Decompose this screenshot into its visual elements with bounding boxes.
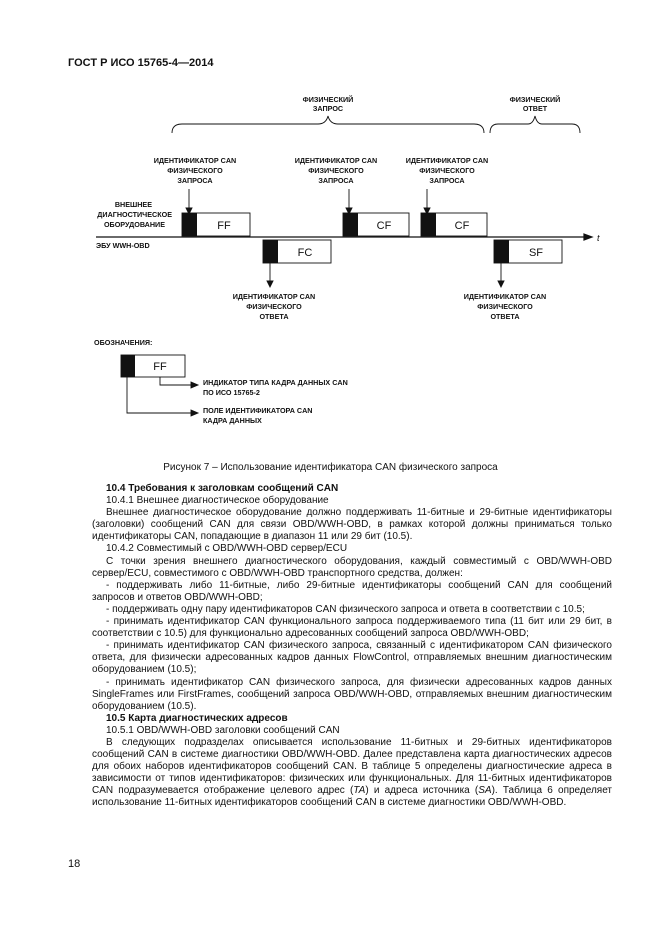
req-id-2-line3: ЗАПРОСА (318, 176, 353, 185)
time-axis-label: t (597, 233, 600, 243)
legend-type-line1: ИНДИКАТОР ТИПА КАДРА ДАННЫХ CAN (203, 378, 348, 387)
ecu-label: ЭБУ WWH-OBD (96, 241, 150, 250)
frame-cf-1: CF (342, 212, 410, 237)
bullet-3: - принимать идентификатор CAN функционал… (92, 616, 612, 640)
req-id-1-line3: ЗАПРОСА (177, 176, 212, 185)
brace-request-label-2: ЗАПРОС (313, 104, 343, 113)
legend-leader-type (159, 377, 200, 389)
section-10-5-title: 10.5 Карта диагностических адресов (106, 712, 288, 724)
svg-text:FC: FC (298, 247, 313, 259)
resp-id-1-line2: ФИЗИЧЕСКОГО (246, 302, 302, 311)
bullet-5: - принимать идентификатор CAN физическог… (92, 676, 612, 712)
figure-caption: Рисунок 7 – Использование идентификатора… (163, 462, 498, 473)
section-10-5-1-title: 10.5.1 OBD/WWH-OBD заголовки сообщений C… (106, 724, 340, 736)
frame-fc: FC (262, 239, 332, 264)
legend-id-line1: ПОЛЕ ИДЕНТИФИКАТОРА CAN (203, 406, 312, 415)
svg-text:FF: FF (153, 361, 167, 373)
paragraph-3-part-c: ). Таблица 6 определяет использование 11… (92, 785, 613, 809)
frame-sf: SF (493, 239, 563, 264)
section-10-4-title: 10.4 Требования к заголовкам сообщений C… (106, 483, 339, 494)
svg-text:CF: CF (455, 220, 470, 232)
tester-label-3: ОБОРУДОВАНИЕ (104, 220, 165, 229)
req-arrow-1 (185, 189, 193, 216)
legend-title: ОБОЗНАЧЕНИЯ: (94, 338, 152, 347)
time-axis (96, 233, 594, 241)
brace-request (171, 115, 485, 134)
req-id-2-line2: ФИЗИЧЕСКОГО (308, 166, 364, 175)
resp-id-2-line2: ФИЗИЧЕСКОГО (477, 302, 533, 311)
req-id-3-line2: ФИЗИЧЕСКОГО (419, 166, 475, 175)
legend-frame: FF (120, 354, 186, 378)
frame-cf-2: CF (420, 212, 488, 237)
resp-id-1-line3: ОТВЕТА (259, 312, 288, 321)
tester-label-1: ВНЕШНЕЕ (115, 200, 152, 209)
paragraph-2: С точки зрения внешнего диагностического… (92, 555, 612, 579)
svg-text:FF: FF (217, 220, 231, 232)
req-id-1-line2: ФИЗИЧЕСКОГО (167, 166, 223, 175)
bullet-4: - принимать идентификатор CAN физическог… (92, 640, 612, 676)
bullet-1: - поддерживать либо 11-битные, либо 29-б… (92, 579, 612, 603)
source-address-abbr: SA (478, 785, 492, 797)
req-id-3-line1: ИДЕНТИФИКАТОР CAN (406, 156, 489, 165)
resp-id-1-line1: ИДЕНТИФИКАТОР CAN (233, 292, 316, 301)
page-header: ГОСТ Р ИСО 15765-4—2014 (68, 57, 214, 69)
frame-ff: FF (181, 212, 251, 237)
resp-arrow-2 (497, 263, 505, 289)
section-10-4-1-title: 10.4.1 Внешнее диагностическое оборудова… (106, 495, 329, 507)
resp-id-2-line3: ОТВЕТА (490, 312, 519, 321)
page-number: 18 (68, 858, 81, 870)
body-text: 10.4 Требования к заголовкам сообщений C… (92, 483, 612, 810)
target-address-abbr: TA (353, 785, 366, 797)
req-id-1-line1: ИДЕНТИФИКАТОР CAN (154, 156, 237, 165)
resp-arrow-1 (266, 263, 274, 289)
req-id-2-line1: ИДЕНТИФИКАТОР CAN (295, 156, 378, 165)
brace-response-label-1: ФИЗИЧЕСКИЙ (510, 95, 561, 104)
section-10-4-2-title: 10.4.2 Совместимый с OBD/WWH-OBD сервер/… (106, 543, 348, 555)
svg-text:SF: SF (529, 247, 543, 259)
tester-label-2: ДИАГНОСТИЧЕСКОЕ (97, 210, 172, 219)
paragraph-3-part-a: В следующих подразделах описывается испо… (92, 736, 612, 797)
legend-type-line2: ПО ИСО 15765-2 (203, 388, 260, 397)
svg-text:CF: CF (377, 220, 392, 232)
legend-leader-id (126, 377, 200, 417)
brace-response-label-2: ОТВЕТ (523, 104, 548, 113)
figure-7-diagram: ФИЗИЧЕСКИЙ ЗАПРОС ФИЗИЧЕСКИЙ ОТВЕТ ИДЕНТ… (94, 95, 600, 425)
paragraph-1: Внешнее диагностическое оборудование дол… (92, 507, 612, 543)
legend-id-line2: КАДРА ДАННЫХ (203, 416, 262, 425)
brace-request-label-1: ФИЗИЧЕСКИЙ (303, 95, 354, 104)
paragraph-3: В следующих подразделах описывается испо… (92, 737, 612, 810)
req-arrow-2 (345, 189, 353, 216)
paragraph-3-part-b: ) и адреса источника ( (365, 785, 479, 797)
req-id-3-line3: ЗАПРОСА (429, 176, 464, 185)
req-arrow-3 (423, 189, 431, 216)
brace-response (489, 115, 581, 134)
resp-id-2-line1: ИДЕНТИФИКАТОР CAN (464, 292, 547, 301)
bullet-2: - поддерживать одну пару идентификаторов… (106, 603, 585, 615)
